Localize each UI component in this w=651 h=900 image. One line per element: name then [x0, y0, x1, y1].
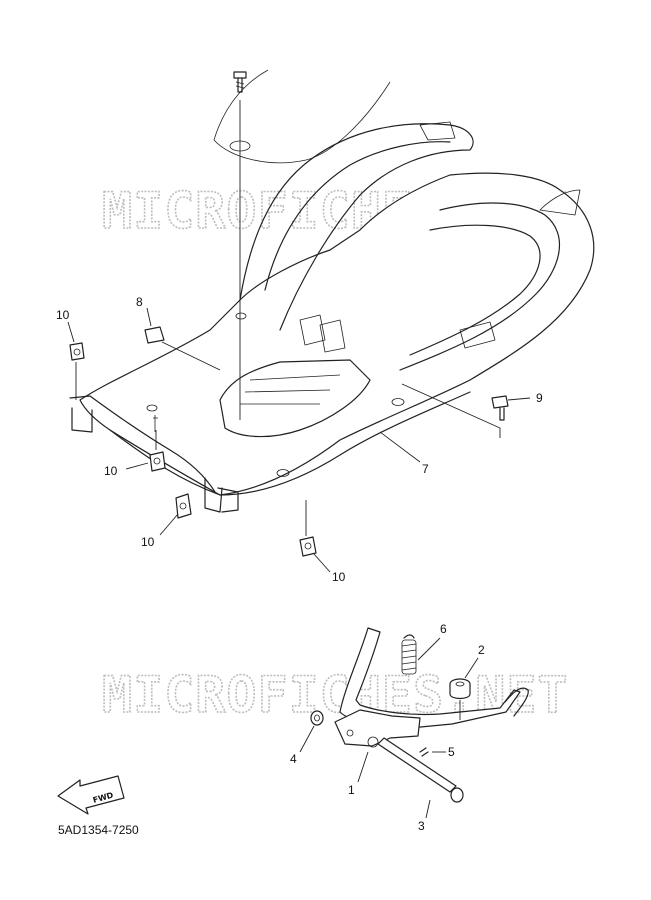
bolt-top — [233, 71, 247, 420]
side-stand-assembly — [299, 627, 529, 819]
clip-nut-group — [67, 307, 331, 573]
watermark-bottom: MICROFICHES.NET — [102, 666, 569, 724]
callout-9: 9 — [536, 391, 543, 405]
callout-1: 1 — [348, 783, 355, 797]
spring-6 — [401, 634, 441, 675]
bushing-2 — [449, 657, 479, 720]
callout-5: 5 — [448, 745, 455, 759]
callout-10-left-top: 10 — [56, 308, 70, 322]
callout-3: 3 — [418, 819, 425, 833]
callout-4: 4 — [290, 752, 297, 766]
callout-10-right: 10 — [332, 570, 346, 584]
callout-7: 7 — [422, 462, 429, 476]
pin-5 — [419, 747, 446, 757]
bolt-9 — [401, 383, 531, 438]
washer-4 — [299, 710, 324, 753]
footrest-cover-assembly — [69, 69, 595, 513]
callout-2: 2 — [478, 643, 485, 657]
bolt-3 — [377, 737, 464, 819]
callout-8: 8 — [136, 295, 143, 309]
diagram-part-number: 5AD1354-7250 — [58, 823, 139, 837]
fwd-arrow-icon: FWD — [57, 775, 125, 815]
callout-6: 6 — [440, 622, 447, 636]
callout-10-center: 10 — [141, 535, 155, 549]
callout-10-left-mid: 10 — [104, 464, 118, 478]
